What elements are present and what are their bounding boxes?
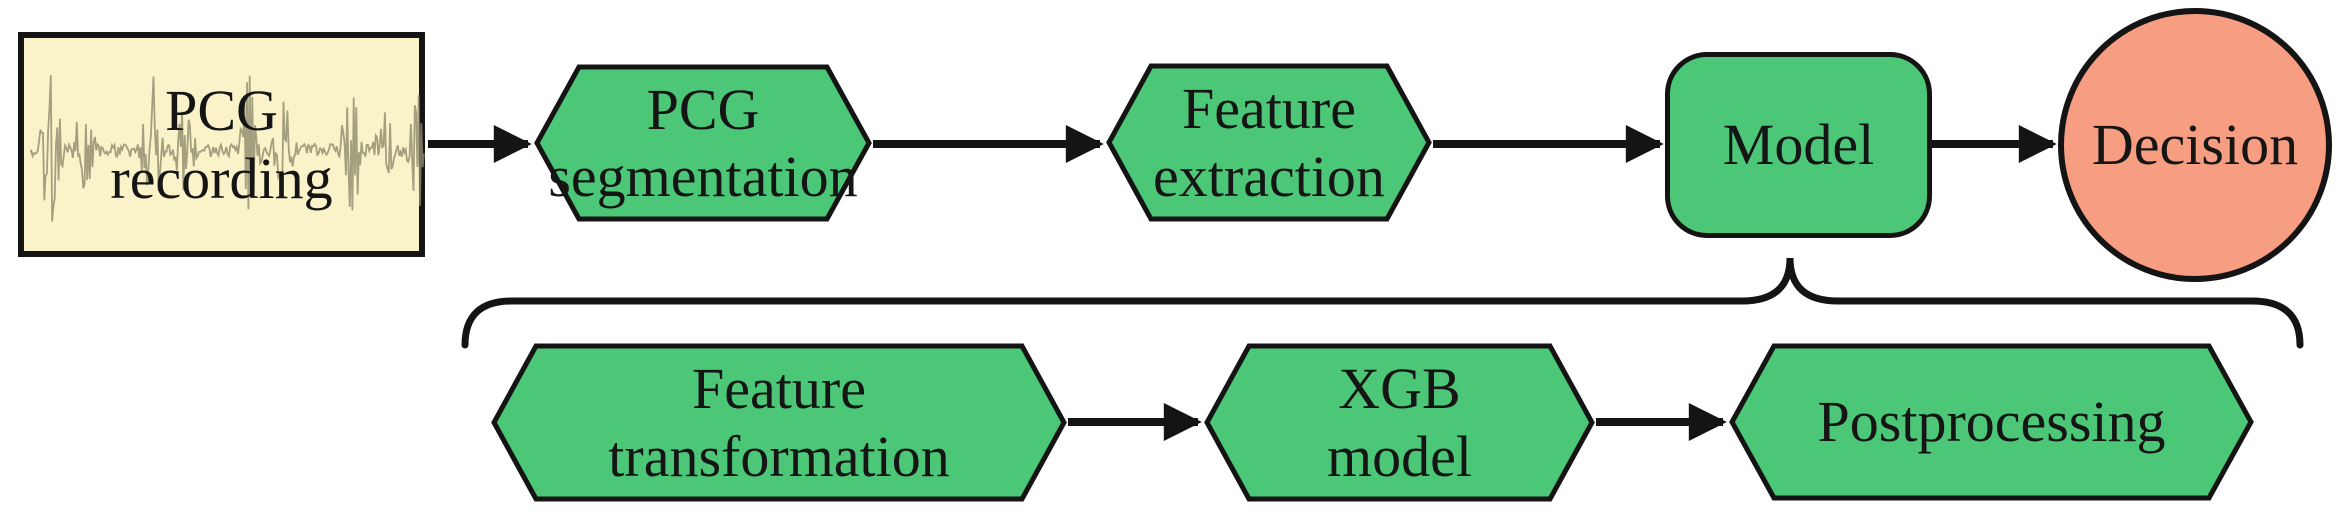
- node-pcg-recording: PCG recording: [18, 32, 425, 257]
- hexagon-shape: [1106, 63, 1432, 222]
- hexagon-outline: [1106, 63, 1432, 222]
- node-model: Model: [1665, 52, 1932, 238]
- node-feature-extraction: Feature extraction: [1105, 62, 1433, 223]
- node-postprocessing: Postprocessing: [1728, 342, 2255, 502]
- hexagon-shape: [534, 64, 872, 222]
- node-feature-transformation: Feature transformation: [490, 342, 1068, 503]
- node-pcg-segmentation: PCG segmentation: [533, 63, 873, 223]
- hexagon-shape: [1204, 343, 1595, 502]
- curly-brace: [461, 257, 2304, 349]
- hexagon-shape: [491, 343, 1067, 502]
- pcg-waveform-path: [30, 75, 425, 222]
- node-label-pcg-segmentation: PCG segmentation: [548, 76, 858, 209]
- node-decision: Decision: [2058, 8, 2332, 282]
- node-label-pcg-recording: PCG recording: [110, 78, 333, 211]
- node-label-feature-extraction: Feature extraction: [1153, 76, 1385, 209]
- node-xgb-model: XGB model: [1203, 342, 1596, 503]
- pcg-waveform: [30, 75, 425, 222]
- node-label-model: Model: [1722, 112, 1875, 178]
- hexagon-outline: [491, 343, 1067, 502]
- node-label-xgb-model: XGB model: [1327, 356, 1472, 489]
- node-label-postprocessing: Postprocessing: [1817, 389, 2166, 455]
- node-label-decision: Decision: [2091, 112, 2299, 178]
- hexagon-outline: [1729, 343, 2254, 501]
- hexagon-outline: [534, 64, 872, 222]
- node-label-feature-transformation: Feature transformation: [608, 356, 950, 489]
- hexagon-outline: [1204, 343, 1595, 502]
- hexagon-shape: [1729, 343, 2254, 501]
